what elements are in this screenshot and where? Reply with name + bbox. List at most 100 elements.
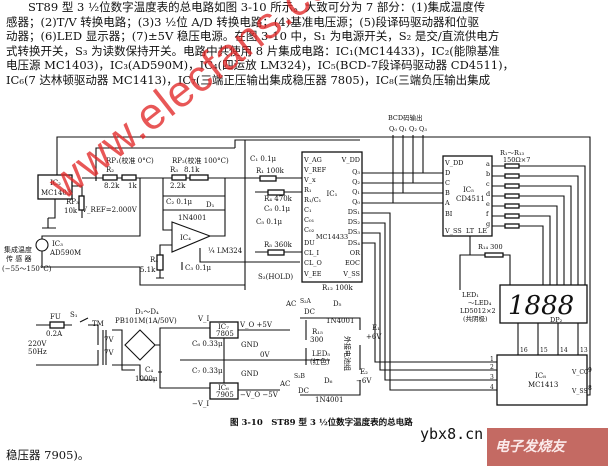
svg-text:外接电池组: 外接电池组 bbox=[343, 336, 352, 371]
svg-text:1: 1 bbox=[490, 356, 494, 363]
svg-text:DS₃: DS₃ bbox=[348, 228, 361, 236]
r470-label: R₄ 470k bbox=[264, 195, 293, 203]
c1-label: C₁ 0.1μ bbox=[250, 155, 277, 163]
von-label: −V_O −5V bbox=[240, 391, 279, 399]
segment-resistors bbox=[504, 163, 520, 229]
figure-caption: 图 3-10 ST89 型 3 ½位数字温度表的总电路 bbox=[230, 418, 413, 428]
svg-text:4: 4 bbox=[490, 384, 494, 391]
ic3-label: IC₃ bbox=[52, 240, 63, 248]
fuse-value: 0.2A bbox=[46, 330, 63, 338]
r14-label: R₁₄ 300 bbox=[478, 243, 503, 251]
svg-text:OR: OR bbox=[350, 249, 361, 257]
c0-label: C₀ 0.1μ bbox=[264, 205, 291, 213]
d5-value: 1N4001 bbox=[326, 317, 354, 325]
e2-value: −6V bbox=[356, 377, 372, 385]
rp2-resistor bbox=[189, 174, 209, 181]
svg-text:DS₂: DS₂ bbox=[348, 218, 361, 226]
s2a-switch[interactable]: S₂A bbox=[300, 298, 312, 305]
svg-text:V_AG: V_AG bbox=[303, 156, 322, 164]
transformer-label: TM bbox=[92, 320, 104, 328]
svg-text:BI: BI bbox=[445, 210, 453, 218]
svg-text:DU: DU bbox=[304, 239, 315, 247]
s3-label[interactable]: S₃(HOLD) bbox=[258, 273, 293, 281]
e2-label: E₂ bbox=[360, 368, 368, 376]
svg-text:DS₁: DS₁ bbox=[348, 208, 361, 216]
s2b-switch[interactable]: S₂B bbox=[294, 373, 306, 380]
svg-text:c: c bbox=[486, 180, 490, 188]
svg-text:CL_O: CL_O bbox=[304, 259, 322, 267]
svg-text:CL_I: CL_I bbox=[304, 249, 320, 257]
rp1-resistor bbox=[121, 174, 137, 181]
svg-text:Q₃: Q₃ bbox=[352, 168, 360, 176]
mains-freq: 50Hz bbox=[28, 348, 47, 356]
svg-text:V_x: V_x bbox=[303, 176, 316, 184]
s2a-dc: DC bbox=[304, 308, 315, 316]
gnd-label: GND bbox=[241, 370, 259, 378]
c6-label: C₆ 0.33μ bbox=[192, 340, 223, 348]
paragraph-line: IC₆(7 达林顿驱动器 MC1413)，IC₇(三端正压输出集成稳压器 780… bbox=[6, 72, 491, 87]
rp1-label: RP₁(校准 0°C) bbox=[106, 156, 154, 165]
c4-value: 1000μ bbox=[135, 375, 158, 383]
r15-value: 300 bbox=[310, 336, 323, 344]
r15-label: R₁₅ bbox=[312, 328, 323, 336]
ic1-right-pins: V_DD Q₃ Q₂ Q₁ Q₀ DS₁ DS₂ DS₃ DS₄ OR EOC … bbox=[341, 156, 361, 278]
fuse bbox=[49, 321, 65, 329]
bridge-part: PB101M(1A/50V) bbox=[115, 317, 177, 325]
svg-text:g: g bbox=[486, 220, 490, 228]
svg-text:C: C bbox=[445, 179, 450, 187]
paragraph-line: ST89 型 3 ½位数字温度表的总电路如图 3-10 所示。大致可分为 7 部… bbox=[28, 0, 486, 14]
svg-text:V_SS: V_SS bbox=[342, 270, 360, 278]
zero-volt-label: 0V bbox=[260, 351, 270, 359]
svg-text:C₀₁: C₀₁ bbox=[304, 216, 315, 224]
r14-resistor bbox=[484, 252, 504, 258]
paragraph-line: 感器；(2)T/V 转换电路；(3)3 ½位 A/D 转换电路；(4)基准电压源… bbox=[6, 14, 479, 29]
ic6-part: 7905 bbox=[216, 391, 234, 399]
svg-text:Q₃: Q₃ bbox=[419, 125, 427, 133]
paragraph-line: 式转换开关，S₃ 为读数保持开关。电路中共使用 8 片集成电路：IC₁(MC14… bbox=[6, 43, 500, 58]
d6-label: D₆ bbox=[324, 377, 333, 385]
vo-label: V_O +5V bbox=[239, 321, 273, 329]
ic8-box bbox=[496, 354, 588, 406]
led-label: LED₁ ～LED₄ LD5012×2 (共阴极) bbox=[460, 291, 496, 323]
svg-text:V_DD: V_DD bbox=[444, 159, 463, 167]
svg-text:D: D bbox=[445, 169, 450, 177]
r4-label: R₄ bbox=[150, 256, 158, 264]
svg-text:Q₂: Q₂ bbox=[409, 125, 417, 133]
svg-text:14: 14 bbox=[560, 347, 568, 354]
svg-text:Q₀: Q₀ bbox=[352, 198, 360, 206]
s2b-dc: DC bbox=[298, 387, 309, 395]
paragraph-line: 动器；(6)LED 显示器；(7)±5V 稳压电源。在图 3-10 中，S₁ 为… bbox=[6, 29, 500, 44]
ic7-part: 7805 bbox=[216, 330, 234, 338]
svg-text:d: d bbox=[486, 190, 490, 198]
battery-label: 外接电池组 bbox=[343, 336, 352, 371]
svg-text:R₁/C₁: R₁/C₁ bbox=[304, 196, 322, 204]
r12-label: R₁₂ 100k bbox=[322, 284, 353, 292]
c4-label: C₄ bbox=[145, 366, 153, 374]
ic2-label: IC₂ bbox=[50, 179, 61, 187]
svg-text:e: e bbox=[486, 200, 490, 208]
ic5-part: CD4511 bbox=[456, 195, 485, 203]
fuse-label: FU bbox=[50, 313, 61, 321]
svg-text:Q₂: Q₂ bbox=[352, 178, 360, 186]
svg-text:LE: LE bbox=[478, 227, 487, 235]
d6-value: 1N4001 bbox=[315, 396, 343, 404]
c5-label: C₅ 0.1μ bbox=[256, 218, 283, 226]
vin-label: −V_I bbox=[192, 400, 209, 408]
svg-text:B: B bbox=[445, 189, 450, 197]
svg-text:LD5012×2: LD5012×2 bbox=[460, 307, 496, 315]
c7-label: C₇ 0.33μ bbox=[192, 367, 223, 375]
svg-text:Q₁: Q₁ bbox=[399, 125, 407, 133]
ic3-part: AD590M bbox=[49, 249, 81, 257]
paragraph-tail: 稳压器 7905)。 bbox=[6, 448, 90, 462]
paragraph-line: 电压源 MC1403)，IC₃(AD590M)，IC₄(四运放 LM324)，I… bbox=[6, 58, 515, 73]
ic2-box bbox=[37, 174, 73, 200]
svg-text:A: A bbox=[444, 199, 450, 207]
d1-label: D₁ bbox=[206, 201, 215, 209]
svg-text:15: 15 bbox=[540, 347, 548, 354]
svg-text:13: 13 bbox=[580, 347, 588, 354]
rseg-label: R₁～R₁₃ bbox=[500, 149, 524, 157]
ic8-label: IC₈ bbox=[535, 372, 546, 380]
bcd-q-labels: Q₀ Q₁ Q₂ Q₃ bbox=[389, 125, 427, 133]
s1-switch[interactable]: S₁ bbox=[70, 311, 78, 319]
ic5-pins: V_DD D C B A BI a b c d e f g V_SS LT LE bbox=[444, 159, 490, 235]
